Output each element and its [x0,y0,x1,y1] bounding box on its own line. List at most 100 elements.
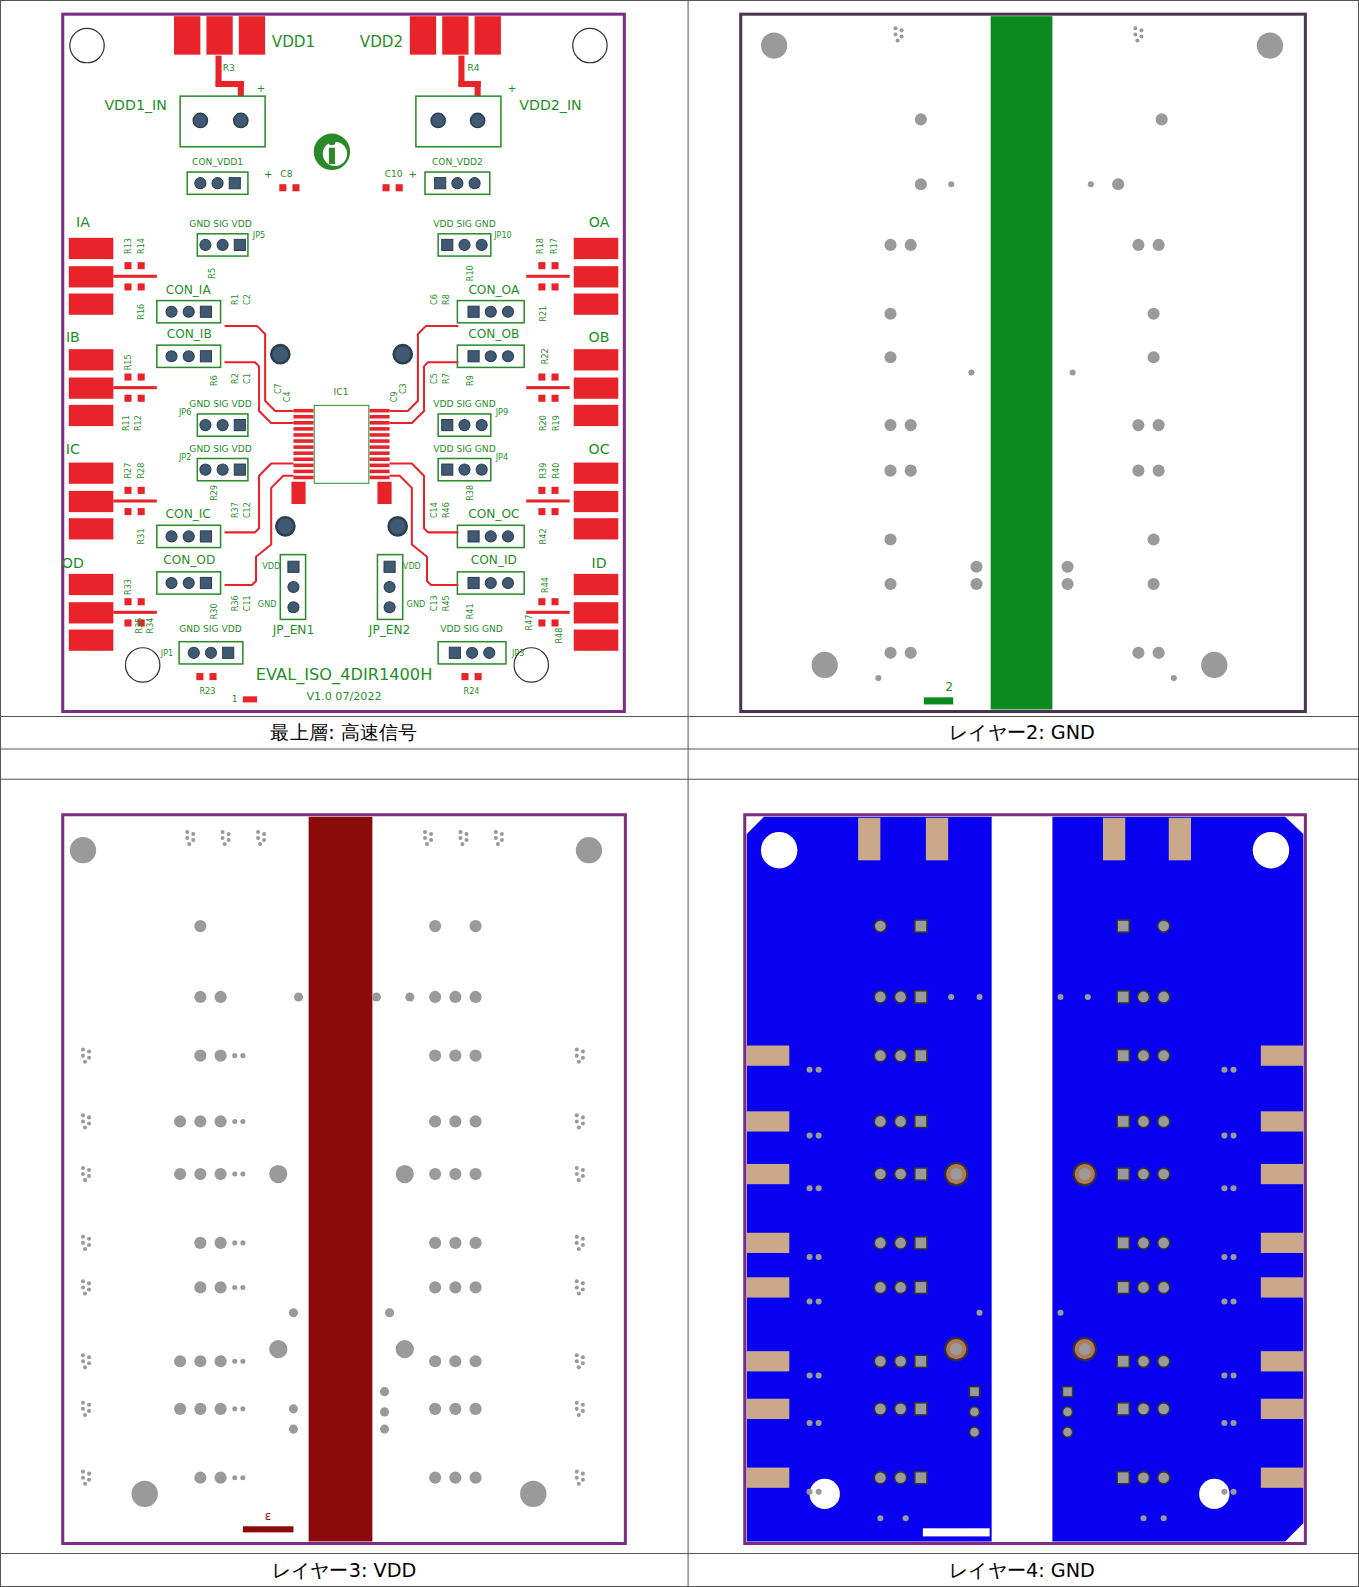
via-cluster [900,34,904,38]
coax-pad [69,405,114,426]
smd-pad [538,262,545,269]
pin-pad [1158,991,1170,1003]
silkscreen-label: CON_VDD1 [192,158,243,167]
silkscreen-label: R47 [526,614,534,630]
via [470,1403,482,1415]
silkscreen-label: C6 [431,294,439,305]
mounting-hole [70,28,104,62]
power-pad [174,16,200,54]
via [1221,1420,1227,1426]
via [240,1406,245,1411]
enable-header [377,555,402,620]
smd-pad [138,262,145,269]
smd-pad [279,184,286,191]
via-cluster [87,1237,91,1241]
pin-pad [485,306,496,317]
via [232,1172,237,1177]
via [470,1168,482,1180]
silkscreen-label: VDD1 [272,35,315,50]
pin-pad [166,531,177,542]
via [884,351,896,363]
pin-pad [1063,1407,1073,1417]
smd-pad [124,283,131,290]
silkscreen-label: C7 [275,383,283,394]
silkscreen-label: C11 [244,595,252,611]
silkscreen-label: R46 [443,502,451,518]
silkscreen-label: JP1 [161,650,173,658]
pin-pad [1117,1355,1129,1367]
via [884,465,896,477]
via [1230,1067,1236,1073]
via [174,1168,186,1180]
via [1079,1343,1091,1355]
via [1221,1067,1227,1073]
trace [113,275,157,278]
silkscreen-label: JP6 [179,409,191,417]
coax-pad [747,1468,790,1488]
via-cluster [577,1060,581,1064]
coax-pad [69,349,114,370]
via [215,1472,227,1484]
via-cluster [577,1291,581,1295]
via [903,1515,909,1521]
smd-pad [475,673,482,680]
pin-pad [1158,1472,1170,1484]
silkscreen-label: CON_IA [166,283,211,295]
silkscreen-label: CON_VDD2 [432,158,483,167]
via-cluster [894,26,898,30]
smd-pad [124,487,131,494]
via-cluster [81,1113,85,1117]
pin-pad [1117,991,1129,1003]
silkscreen-label: GND [407,601,426,609]
coax-pad [747,1046,790,1066]
via [429,1237,441,1249]
via-cluster [87,1403,91,1407]
via [240,1053,245,1058]
silkscreen-label: JP9 [496,409,508,417]
via-cluster [87,1478,91,1482]
silkscreen-label: GND SIG VDD [179,625,241,634]
ic-pin [293,427,313,431]
jumper-header [197,234,248,256]
via [816,1489,822,1495]
jumper-header [438,414,491,436]
pin-pad [234,239,245,250]
coax-pad [747,1164,790,1184]
coax-pad [574,602,619,623]
silkscreen-label: R44 [542,577,550,593]
silkscreen-label: VDD SIG GND [433,220,495,229]
pin-pad [915,1050,927,1062]
via-cluster [581,1050,585,1054]
pin-pad [234,464,245,475]
via [437,1163,438,1164]
coax-pad [69,463,114,484]
via [449,1050,461,1062]
via [1153,419,1165,431]
power-header [187,172,248,194]
via [470,920,482,932]
via-cluster [575,1470,579,1474]
coax-pad [574,463,619,484]
ic-pin [293,439,313,443]
smd-pad [538,619,545,626]
pin-pad [874,1403,886,1415]
ic-pin [293,476,313,480]
table-rule [0,1553,1359,1554]
table-rule [0,779,1359,780]
ic-pin [369,476,389,480]
connector-header [157,525,221,547]
smd-pad [396,184,403,191]
pin-pad [469,178,480,189]
pin-pad [476,464,487,475]
via [1088,181,1094,187]
silkscreen-label: C1 [244,373,252,384]
pin-pad [895,1355,907,1367]
board-outline [63,815,626,1544]
pin-pad [1158,1237,1170,1249]
via [875,675,881,681]
coax-pad [69,491,114,512]
via [877,1515,883,1521]
silkscreen-label: C4 [284,391,292,402]
via [240,1359,245,1364]
via [194,1115,206,1127]
